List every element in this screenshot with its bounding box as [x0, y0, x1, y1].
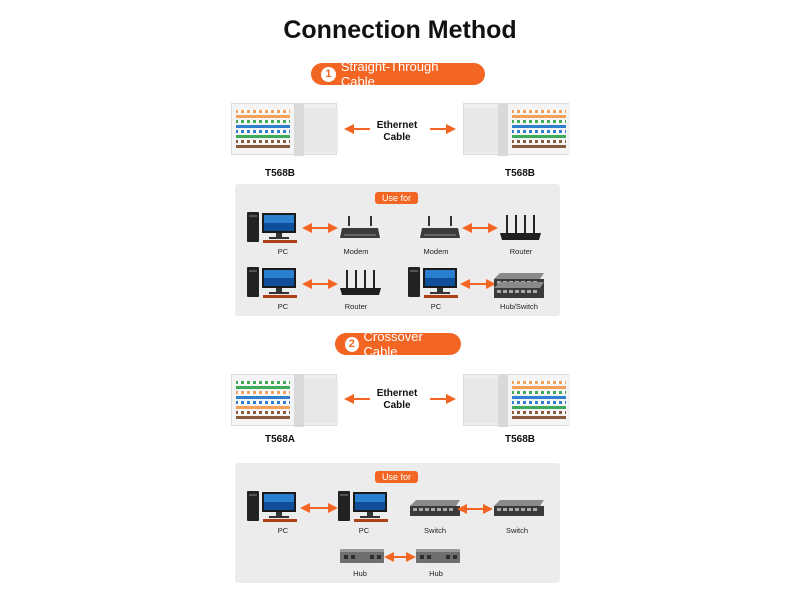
use-for-tag-2: Use for [375, 471, 419, 483]
use-for-tag-1: Use for [375, 192, 419, 204]
modem-icon [420, 216, 460, 238]
device-label: Modem [343, 247, 369, 256]
double-arrow-icon [457, 504, 493, 514]
pc-icon [247, 267, 297, 298]
ethernet-label-2: Ethernet Cable [357, 388, 437, 412]
double-arrow-icon [302, 223, 338, 233]
ethernet-arrows-1 [344, 124, 456, 134]
switch-icon [410, 500, 460, 516]
device-label: PC [430, 302, 442, 311]
ethernet-arrows-2 [344, 394, 456, 404]
section-1-label: Straight-Through Cable [340, 59, 439, 89]
pc-icon [247, 212, 297, 243]
ethernet-label-1-line2: Cable [383, 132, 411, 143]
pc-icon [408, 267, 458, 298]
device-label: Router [344, 302, 368, 311]
switch-icon [494, 273, 544, 298]
double-arrow-icon [460, 279, 496, 289]
device-label: Modem [423, 247, 449, 256]
switch-icon [494, 500, 544, 516]
device-label: PC [277, 247, 289, 256]
section-2-badge: 2 Crossover Cable [335, 329, 461, 359]
connector-left-2-label: T568A [264, 434, 295, 445]
device-label: Router [509, 247, 533, 256]
double-arrow-icon [462, 223, 498, 233]
pc-icon [247, 491, 297, 522]
router-icon [500, 215, 541, 240]
double-arrow-icon [302, 279, 338, 289]
double-arrow-icon [300, 503, 338, 513]
router-icon [340, 270, 381, 295]
connector-left-2 [231, 374, 338, 427]
device-label: PC [277, 302, 289, 311]
page-title: Connection Method [283, 16, 517, 44]
modem-icon [340, 216, 380, 238]
connector-left-1-label: T568B [264, 168, 295, 179]
use-for-panel-2 [235, 463, 560, 583]
device-label: Switch [423, 526, 447, 535]
device-label: Switch [505, 526, 529, 535]
section-1-badge: 1 Straight-Through Cable [311, 59, 485, 89]
ethernet-label-2-line1: Ethernet [376, 388, 418, 399]
device-label: Hub/Switch [500, 302, 538, 311]
ethernet-label-1-line1: Ethernet [376, 120, 418, 131]
connector-right-1 [463, 103, 570, 156]
pc-icon [338, 491, 388, 522]
connector-right-2-label: T568B [504, 434, 535, 445]
hub-icon [340, 549, 384, 563]
ethernet-label-1: Ethernet Cable [357, 120, 437, 144]
hub-icon [416, 549, 460, 563]
section-2-label: Crossover Cable [363, 329, 423, 359]
device-label: PC [277, 526, 289, 535]
section-1-number: 1 [321, 66, 336, 82]
section-2-number: 2 [345, 336, 359, 352]
device-label: Hub [353, 569, 367, 578]
connector-right-2 [463, 374, 570, 427]
ethernet-label-2-line2: Cable [383, 400, 411, 411]
double-arrow-icon [384, 552, 416, 562]
connector-left-1 [231, 103, 338, 156]
device-label: PC [358, 526, 370, 535]
connector-right-1-label: T568B [504, 168, 535, 179]
device-label: Hub [429, 569, 443, 578]
